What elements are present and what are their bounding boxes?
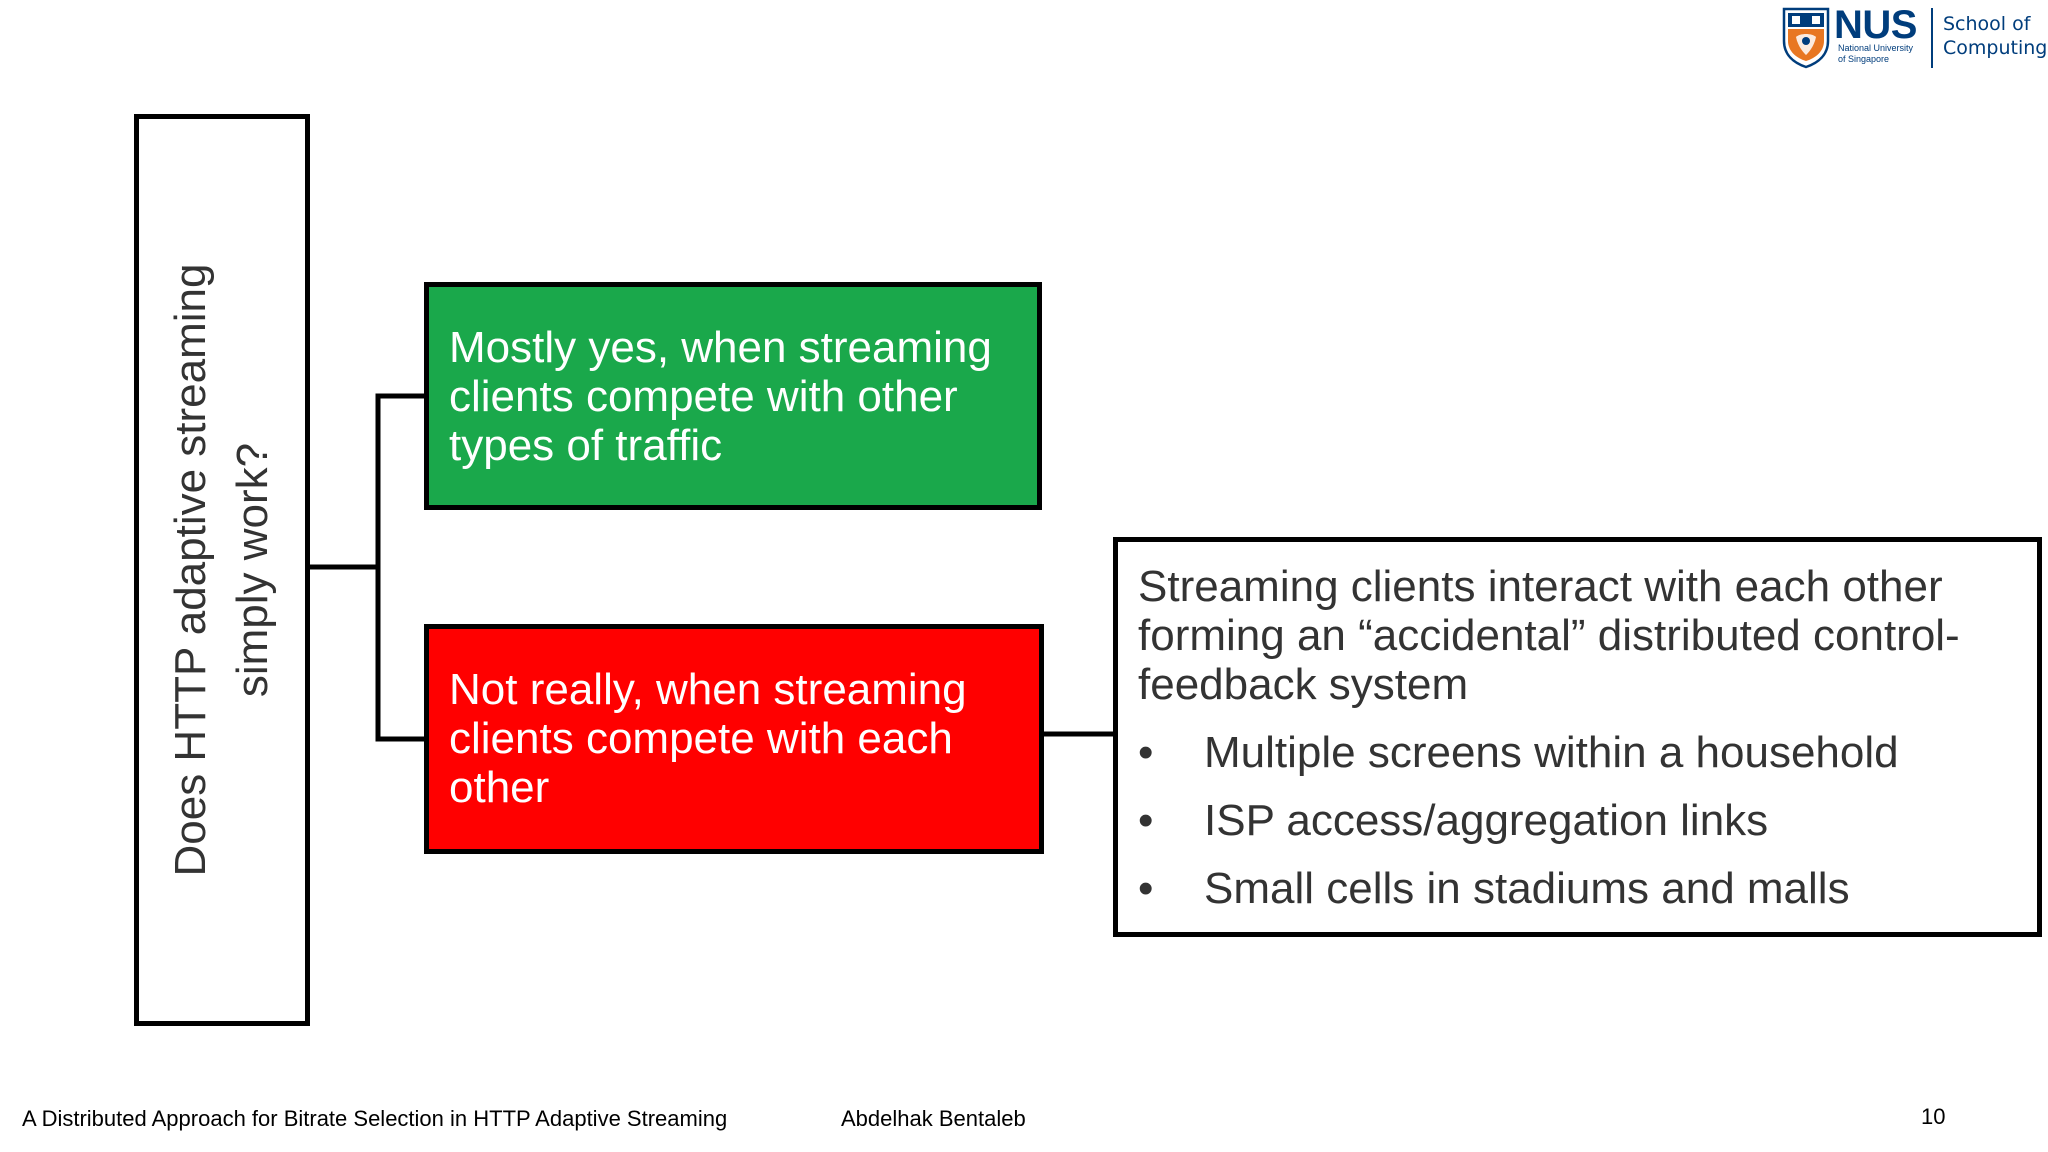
school-name-line1: School of [1943, 13, 2031, 35]
question-text: Does HTTP adaptive streaming simply work… [160, 130, 284, 1010]
detail-box: Streaming clients interact with each oth… [1113, 537, 2042, 937]
bullet-icon: • [1138, 728, 1154, 777]
detail-intro: Streaming clients interact with each oth… [1138, 562, 1960, 709]
bullet-text: ISP access/aggregation links [1204, 796, 1769, 845]
footer-author: Abdelhak Bentaleb [841, 1106, 1026, 1131]
bullet-icon: • [1138, 796, 1154, 845]
bullet-icon: • [1138, 864, 1154, 913]
crest-icon [1782, 7, 1830, 69]
logo-divider [1931, 8, 1933, 68]
answer-no-box: Not really, when streaming clients compe… [424, 624, 1044, 854]
nus-subtitle: National University of Singapore [1838, 43, 1913, 65]
bullet-text: Small cells in stadiums and malls [1204, 864, 1850, 913]
question-line1: Does HTTP adaptive streaming [166, 263, 215, 877]
nus-wordmark: NUS [1834, 3, 1917, 47]
nus-subtitle-line1: National University [1838, 43, 1914, 53]
list-item: • ISP access/aggregation links [1138, 787, 2027, 855]
footer-presentation-title: A Distributed Approach for Bitrate Selec… [22, 1106, 728, 1131]
school-name: School of Computing [1943, 12, 2047, 60]
detail-bullet-list: • Multiple screens within a household • … [1138, 719, 2027, 923]
list-item: • Multiple screens within a household [1138, 719, 2027, 787]
list-item: • Small cells in stadiums and malls [1138, 855, 2027, 923]
nus-soc-logo: NUS National University of Singapore Sch… [1780, 4, 2048, 72]
nus-subtitle-line2: of Singapore [1838, 54, 1890, 64]
answer-yes-box: Mostly yes, when streaming clients compe… [424, 282, 1042, 510]
page-number: 10 [1921, 1104, 1946, 1129]
question-line2: simply work? [228, 442, 277, 698]
question-box: Does HTTP adaptive streaming simply work… [134, 114, 310, 1026]
bullet-text: Multiple screens within a household [1204, 728, 1899, 777]
school-name-line2: Computing [1943, 37, 2048, 59]
